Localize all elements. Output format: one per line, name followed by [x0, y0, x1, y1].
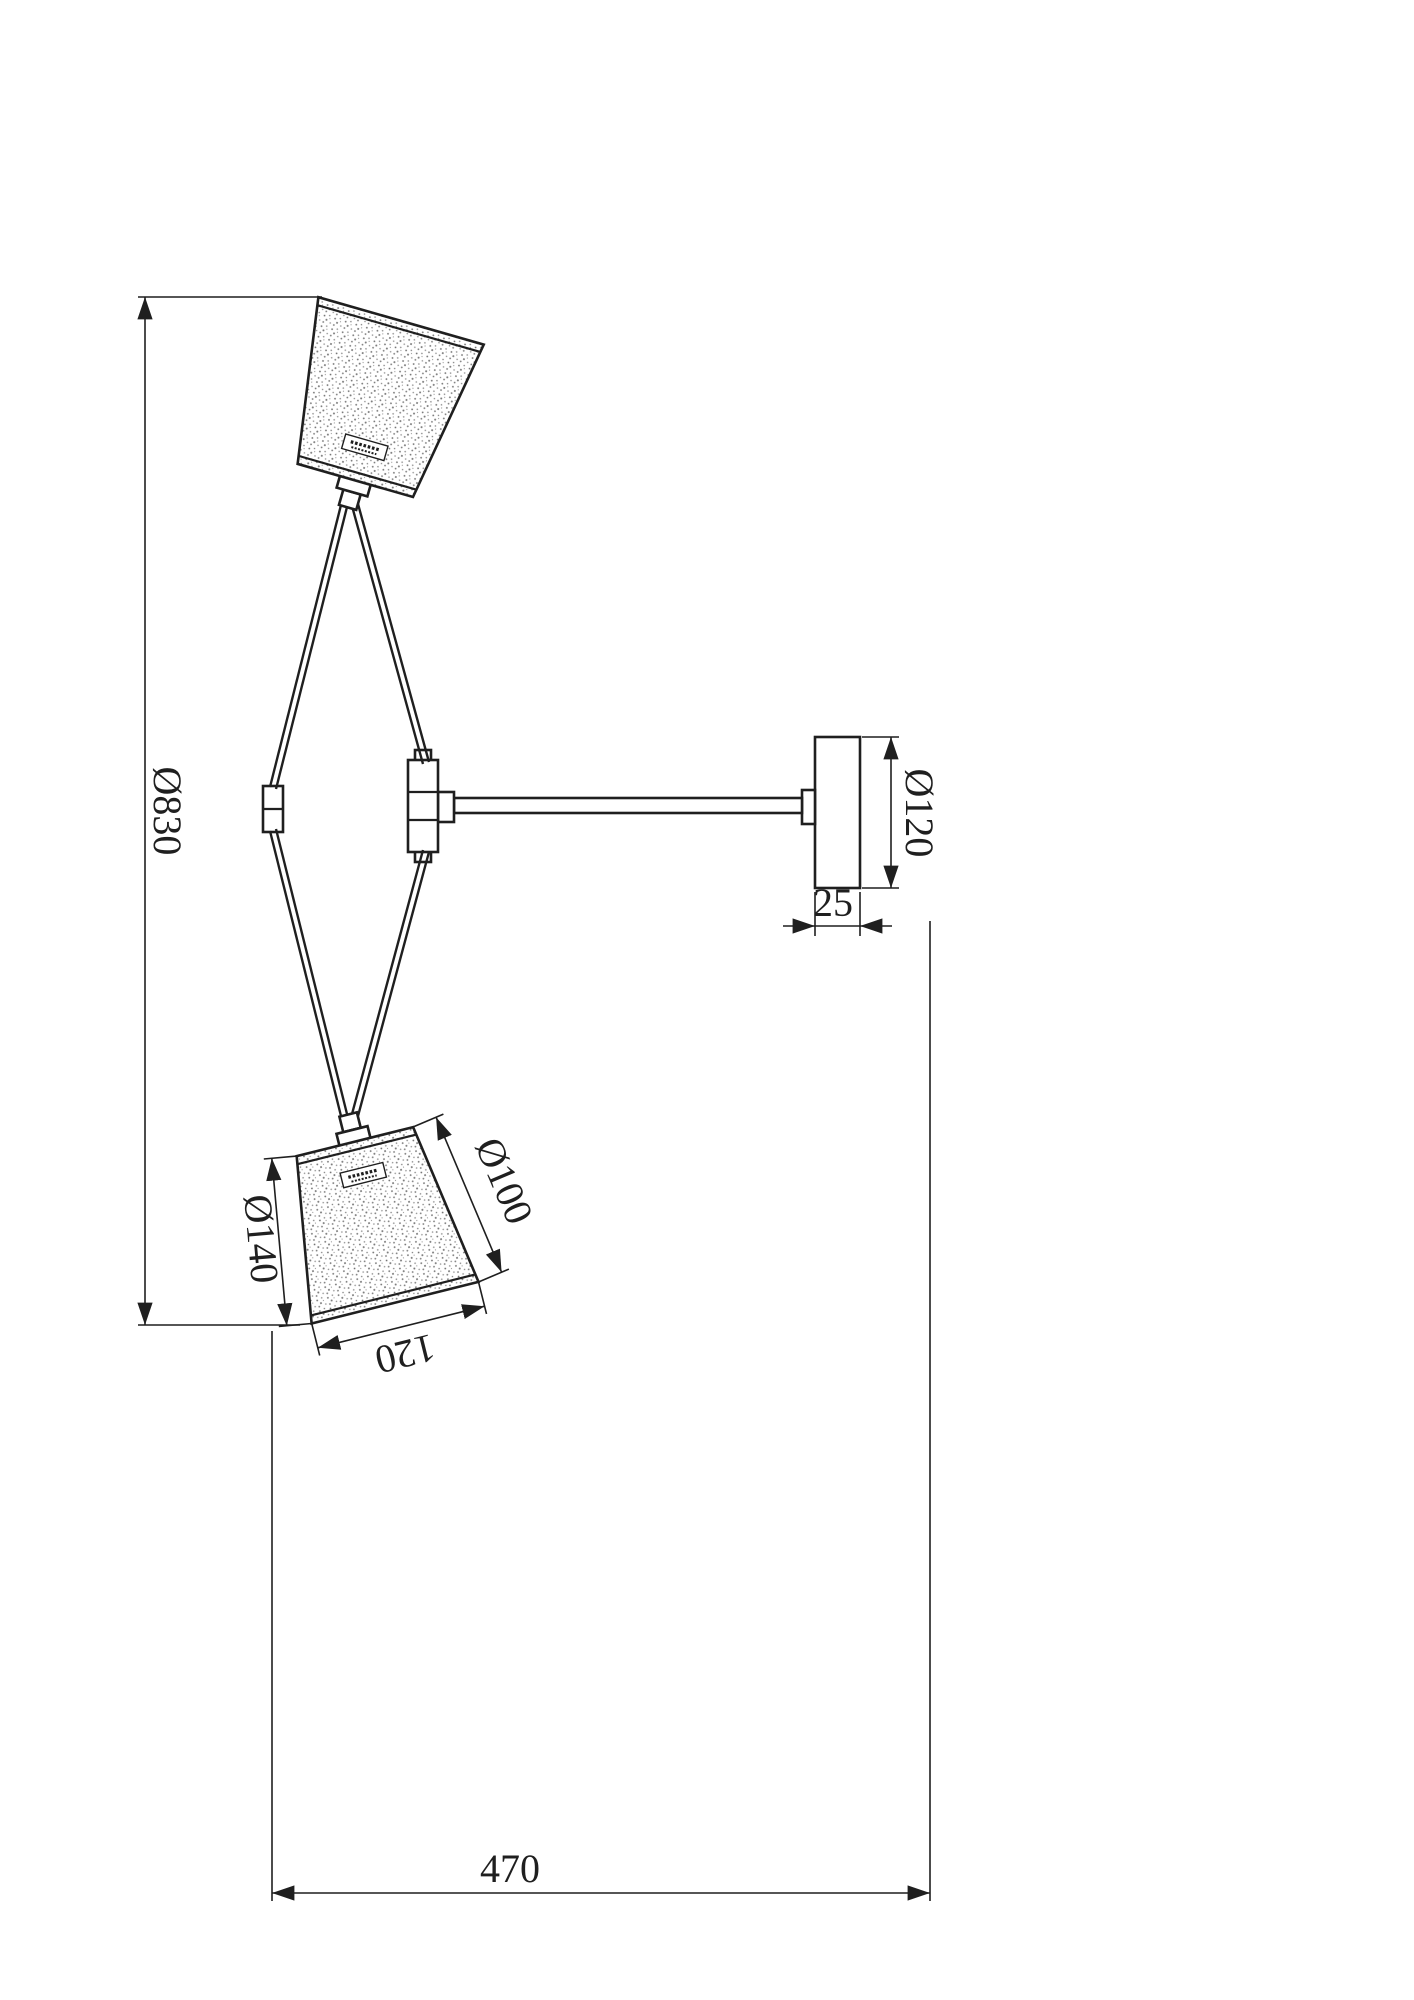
shade-label-text-marks — [350, 440, 381, 452]
extension-line — [478, 1268, 510, 1283]
dimension-label-overall-height: Ø830 — [145, 767, 190, 856]
dimension-wall-distance: 470 — [271, 921, 931, 1901]
arm-wall-coupler — [800, 788, 817, 826]
arm-line — [350, 849, 425, 1115]
dimension-label-wall-plate-thickness: 25 — [813, 880, 853, 925]
shade-rim-line — [298, 454, 417, 491]
dimension-label-wall-plate-diameter: Ø120 — [897, 769, 942, 858]
arm-hub-coupler — [436, 790, 456, 824]
dimension-label-wall-distance: 470 — [480, 1846, 540, 1891]
extension-line — [278, 1322, 312, 1328]
arm-line — [350, 505, 425, 765]
left-hinge — [261, 784, 285, 834]
arm-line — [274, 506, 349, 790]
central-hub — [406, 748, 440, 864]
shade-label-text-marks — [351, 1174, 377, 1183]
arm-line — [356, 851, 431, 1117]
extension-line — [412, 1113, 444, 1128]
bottom-lampshade — [295, 1110, 481, 1326]
dimension-wall-plate-thickness: 25 — [783, 880, 892, 936]
arm-line — [356, 503, 431, 763]
dimension-line — [266, 1158, 293, 1326]
hub-body — [406, 758, 440, 854]
top-lampshade — [296, 295, 486, 512]
dimension-overall-height: Ø830 — [137, 296, 322, 1326]
extension-line — [263, 1155, 297, 1160]
extension-line — [477, 1281, 488, 1315]
arm-line — [274, 828, 349, 1115]
dimension-wall-plate-diameter: Ø120 — [862, 736, 942, 889]
arm-bar — [452, 796, 804, 815]
dimension-label-shade-height: 120 — [371, 1325, 440, 1383]
scissor-arms — [268, 503, 431, 1117]
shade-label-text-marks — [351, 446, 377, 456]
dimension-shade-bottom-diameter: Ø140 — [235, 1155, 312, 1328]
dimension-line — [435, 1116, 503, 1273]
arm-line — [268, 504, 343, 788]
arm-line — [268, 830, 343, 1117]
dimension-label-shade-bottom-diameter: Ø140 — [235, 1193, 288, 1285]
shade-label-text-marks — [347, 1168, 378, 1179]
dimension-line — [317, 1304, 485, 1350]
shade-rim-line — [297, 1133, 417, 1166]
extension-line — [310, 1323, 321, 1356]
wall-plate-body — [813, 735, 862, 890]
mounting-arm — [436, 788, 817, 826]
wall-plate — [813, 735, 862, 890]
shade-rim-line — [317, 304, 481, 353]
